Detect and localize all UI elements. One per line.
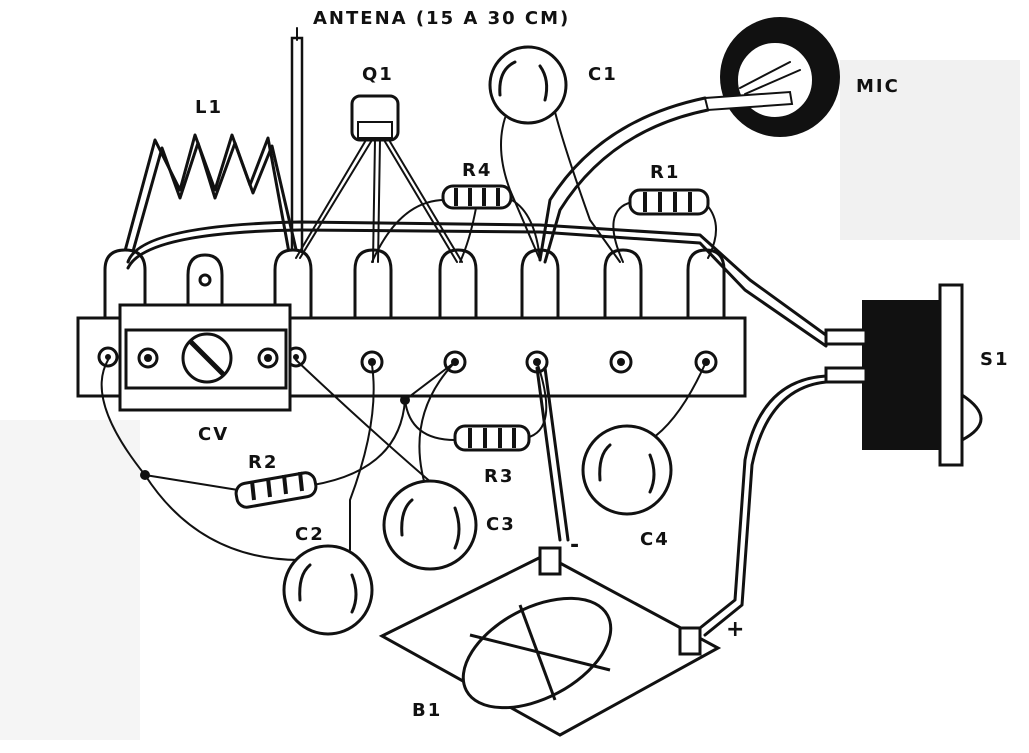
labels: ANTENA (15 A 30 CM) L1 Q1 C1 MIC R4 R1 S… (195, 8, 1010, 721)
variable-capacitor-cv (118, 303, 292, 412)
label-c2: C2 (295, 524, 325, 545)
label-q1: Q1 (362, 64, 394, 85)
label-c4: C4 (640, 529, 670, 550)
eyelets (97, 346, 718, 374)
label-r4: R4 (462, 160, 492, 181)
label-r2: R2 (248, 452, 278, 473)
label-c1: C1 (588, 64, 618, 85)
resistor-r2 (234, 471, 318, 509)
label-r3: R3 (484, 466, 514, 487)
label-antenna: ANTENA (15 A 30 CM) (313, 8, 570, 29)
capacitor-c3 (382, 479, 478, 571)
antenna (290, 27, 304, 262)
label-r1: R1 (650, 162, 680, 183)
resistor-r1 (612, 188, 717, 263)
coil-l1 (120, 133, 300, 264)
capacitor-c4 (581, 424, 673, 516)
label-b1: B1 (412, 700, 442, 721)
background-texture (0, 60, 1020, 740)
label-mic: MIC (856, 76, 900, 97)
microphone (538, 17, 840, 264)
label-cv: CV (198, 424, 229, 445)
label-plus: + (726, 617, 746, 642)
resistor-r4 (371, 184, 541, 263)
resistor-r3 (453, 424, 531, 452)
switch-s1 (698, 283, 983, 637)
label-s1: S1 (980, 349, 1010, 370)
lower-wiring (100, 359, 707, 561)
label-l1: L1 (195, 97, 223, 118)
battery-b1 (378, 546, 722, 737)
capacitor-c2 (282, 544, 374, 636)
label-minus: - (570, 533, 581, 558)
transistor-q1 (295, 94, 463, 263)
label-c3: C3 (486, 514, 516, 535)
bus-wire-top (126, 220, 832, 348)
